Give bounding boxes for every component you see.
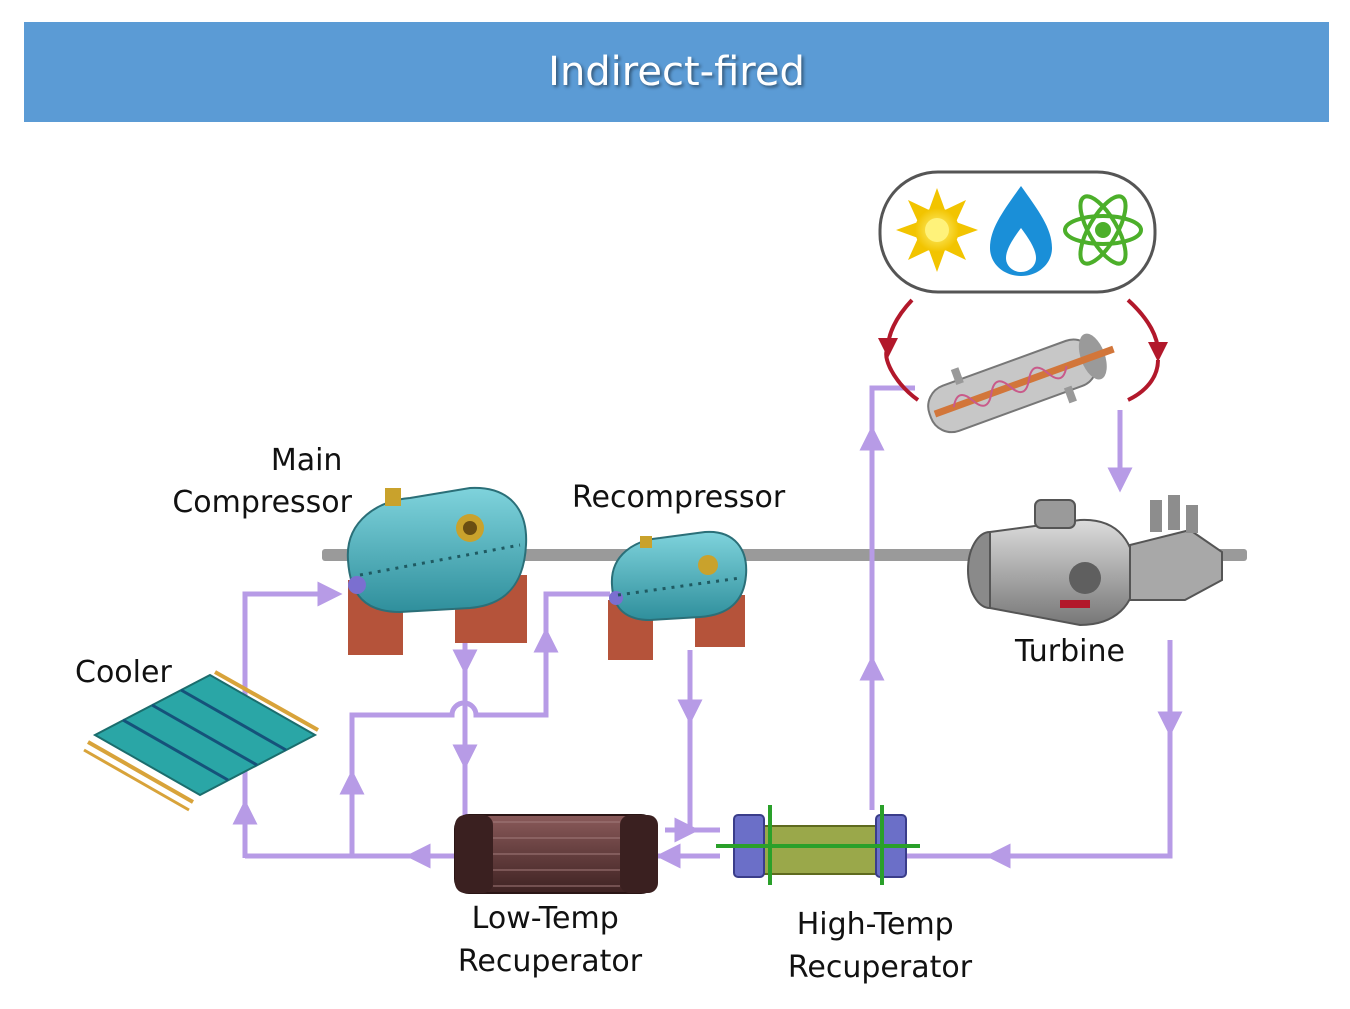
heat-source-panel bbox=[878, 170, 1157, 294]
heat-transfer-arrows bbox=[878, 298, 1168, 402]
recompressor bbox=[608, 530, 748, 660]
turbine-label: Turbine bbox=[1014, 634, 1125, 669]
recompressor-label: Recompressor bbox=[572, 480, 786, 515]
sun-icon bbox=[896, 188, 978, 272]
main-compressor bbox=[346, 486, 528, 655]
header-banner: Indirect-fired bbox=[24, 22, 1329, 122]
cooler-label: Cooler bbox=[75, 655, 172, 690]
flame-icon bbox=[990, 186, 1052, 276]
low-temp-recuperator-label: Low-Temp Recuperator bbox=[458, 901, 643, 979]
cooler bbox=[83, 670, 319, 812]
page-title: Indirect-fired bbox=[548, 49, 805, 95]
atom-icon bbox=[1063, 194, 1143, 266]
low-temp-recuperator bbox=[454, 814, 658, 894]
high-temp-recuperator bbox=[716, 805, 920, 885]
high-temp-recuperator-label: High-Temp Recuperator bbox=[788, 907, 973, 985]
main-compressor-label: Main Compressor bbox=[172, 443, 352, 520]
turbine bbox=[967, 495, 1223, 627]
primary-heater bbox=[927, 333, 1115, 434]
